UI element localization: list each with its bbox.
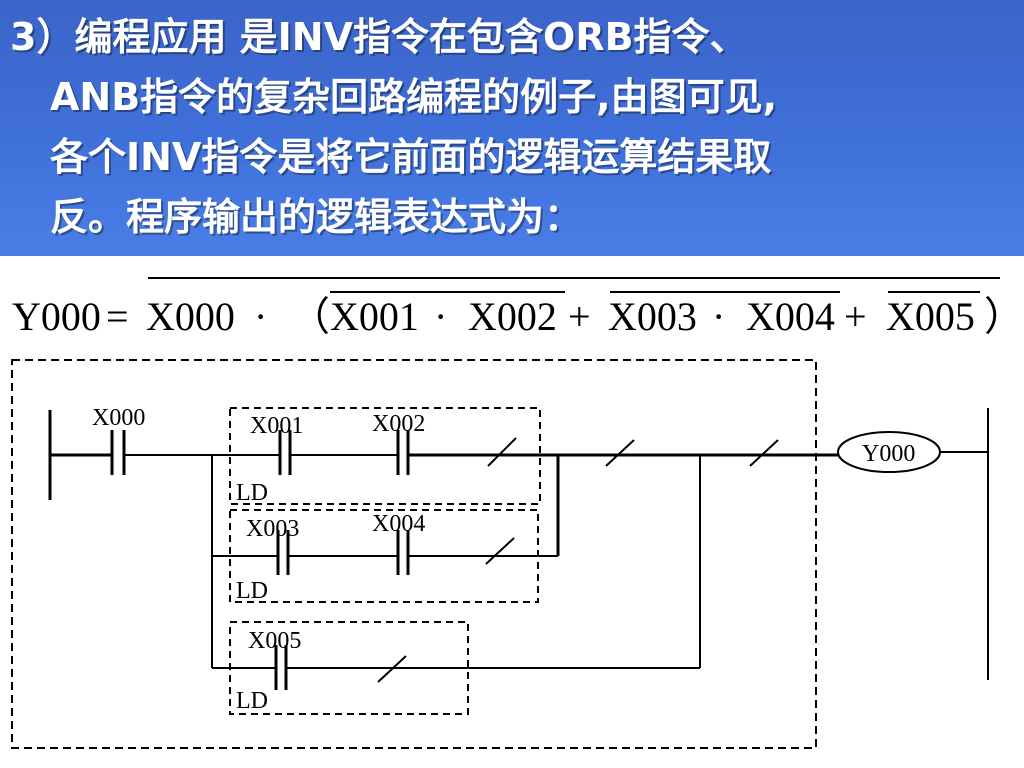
coil-y000 [837, 431, 941, 473]
header-line-4: 反。程序输出的逻辑表达式为： [50, 195, 583, 239]
formula-x001: X001 [330, 294, 419, 339]
formula-dot-1: · [254, 294, 267, 339]
formula-x000: X000 [146, 294, 235, 339]
formula-x005: X005 [886, 294, 975, 339]
contact-x000 [110, 430, 126, 475]
label-x000: X000 [92, 405, 145, 431]
contact-x003 [276, 530, 290, 575]
formula-equals: = [106, 294, 129, 339]
header-banner: 3）编程应用 是INV指令在包含ORB指令、 ANB指令的复杂回路编程的例子,由… [0, 0, 1024, 256]
label-x005: X005 [248, 628, 301, 654]
label-x003: X003 [246, 516, 299, 542]
inv-symbol-4 [749, 439, 779, 467]
formula-x003: X003 [608, 294, 697, 339]
ladder-diagram: X000 X001 X002 X003 X004 X005 LD LD LD Y… [11, 359, 989, 749]
label-ld-1: LD [236, 480, 268, 506]
formula-close-paren: ） [984, 294, 1024, 339]
formula-open-paren: （ [290, 294, 330, 339]
label-x002: X002 [372, 411, 425, 437]
header-line-1: 3）编程应用 是INV指令在包含ORB指令、 [10, 15, 748, 59]
contact-x002 [396, 430, 410, 475]
formula-plus-2: + [844, 294, 867, 339]
inv-symbol-3 [605, 439, 635, 467]
inv-symbol-1 [487, 437, 517, 467]
contact-x001 [278, 430, 292, 475]
inv-symbol-2 [485, 537, 515, 565]
formula-x002: X002 [468, 294, 557, 339]
header-line-3: 各个INV指令是将它前面的逻辑运算结果取 [50, 135, 772, 179]
label-ld-2: LD [236, 578, 268, 604]
outer-dashed-frame [11, 359, 817, 749]
formula-x004: X004 [746, 294, 835, 339]
label-y000: Y000 [862, 441, 915, 467]
formula-dot-3: · [712, 294, 725, 339]
contact-x005 [274, 645, 288, 690]
formula-lhs: Y000 [12, 294, 101, 339]
label-x004: X004 [372, 511, 425, 537]
inv-symbol-5 [377, 655, 407, 683]
logic-expression: Y000 = X000 · （ X001 · X002 + X003 · X00… [12, 277, 1024, 339]
formula-dot-2: · [434, 294, 447, 339]
header-line-2: ANB指令的复杂回路编程的例子,由图可见, [50, 75, 778, 119]
label-x001: X001 [250, 413, 303, 439]
contact-x004 [396, 530, 410, 575]
label-ld-3: LD [236, 688, 268, 714]
formula-plus-1: + [568, 294, 591, 339]
